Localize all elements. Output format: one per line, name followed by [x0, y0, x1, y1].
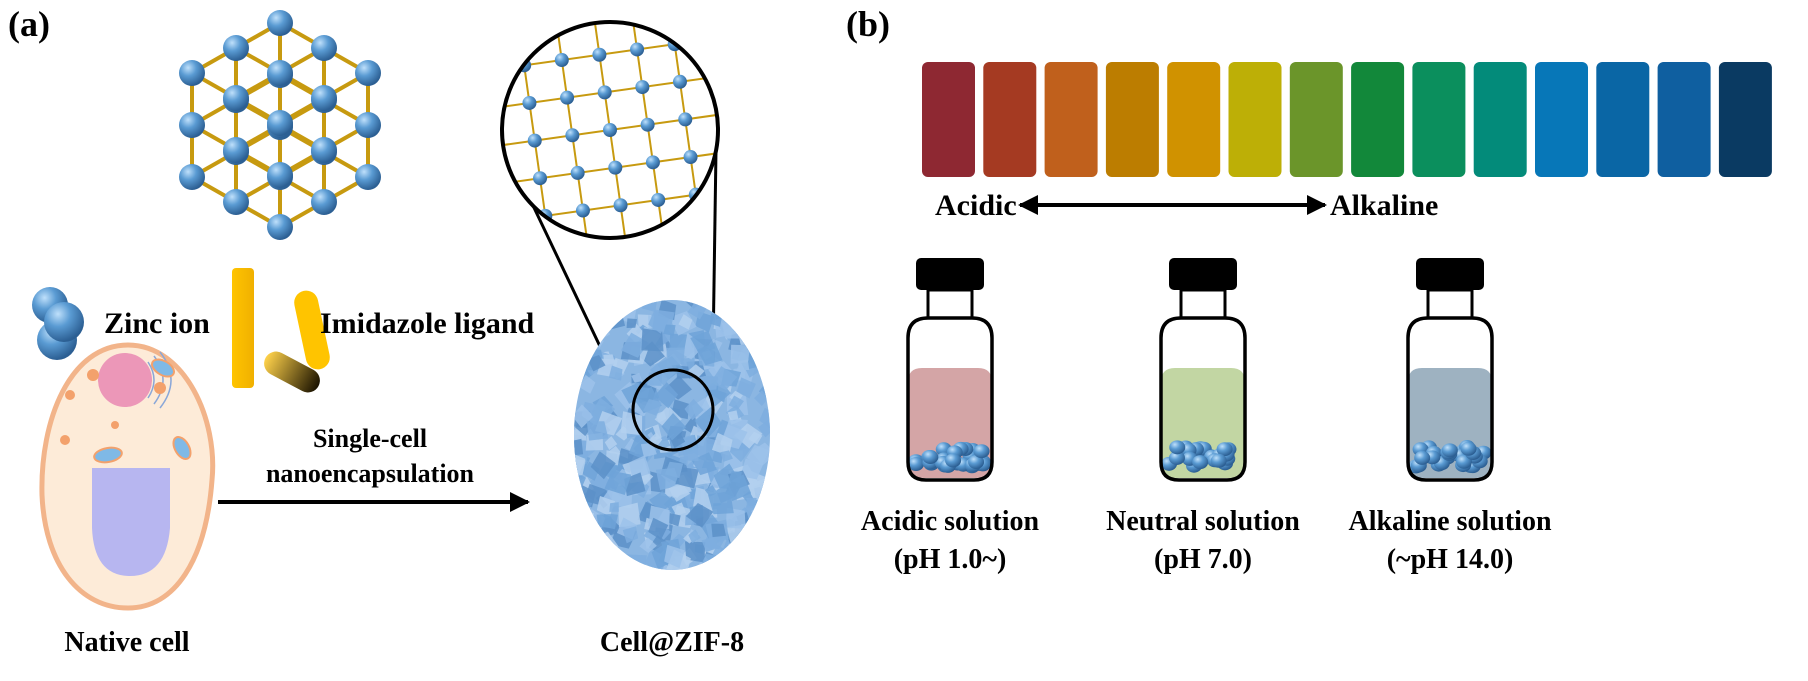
imidazole-ligand-icon	[232, 268, 330, 393]
native-cell-label: Native cell	[64, 627, 189, 658]
zif8-lattice-icon	[179, 10, 381, 240]
zinc-node	[267, 60, 293, 86]
ph-color-swatch	[1596, 62, 1650, 177]
ph-color-swatch	[1044, 62, 1098, 177]
imidazole-ligand-label: Imidazole ligand	[320, 307, 535, 340]
ph-color-swatch	[1167, 62, 1221, 177]
vial-solution-label: Alkaline solution	[1348, 506, 1551, 537]
zinc-node	[223, 137, 249, 163]
zinc-node	[223, 35, 249, 61]
ph-color-swatch	[922, 62, 975, 177]
zinc-node	[223, 85, 249, 111]
zinc-node	[311, 35, 337, 61]
zinc-node	[355, 164, 381, 190]
vial-solution-label: Acidic solution	[861, 506, 1040, 537]
acidic-label: Acidic	[935, 189, 1017, 222]
zinc-node	[267, 110, 293, 136]
vial-icon	[1406, 258, 1494, 482]
cell-zif8-label: Cell@ZIF-8	[600, 627, 744, 658]
zinc-node	[311, 85, 337, 111]
zinc-node	[267, 10, 293, 36]
zinc-node	[267, 214, 293, 240]
ph-color-swatch	[1473, 62, 1527, 177]
ph-color-swatch	[1351, 62, 1405, 177]
zinc-node	[223, 189, 249, 215]
process-label-line2: nanoencapsulation	[266, 459, 475, 488]
panel-a-label: (a)	[8, 4, 50, 44]
zinc-node	[179, 112, 205, 138]
ph-color-scale	[922, 62, 1772, 177]
zinc-node	[267, 162, 293, 188]
process-label-line1: Single-cell	[313, 424, 427, 453]
zinc-ion-label: Zinc ion	[104, 307, 210, 340]
zinc-node	[179, 60, 205, 86]
ph-color-swatch	[1105, 62, 1159, 177]
zinc-node	[311, 189, 337, 215]
magnified-lattice-view	[500, 20, 720, 421]
ph-color-swatch	[1535, 62, 1588, 177]
vial-icon	[1159, 258, 1247, 482]
zinc-node	[311, 137, 337, 163]
zinc-node	[355, 112, 381, 138]
ph-color-swatch	[1657, 62, 1711, 177]
vial-ph-label: (~pH 14.0)	[1387, 544, 1514, 575]
ph-color-swatch	[1228, 62, 1282, 177]
zinc-node	[355, 60, 381, 86]
ph-color-swatch	[1289, 62, 1343, 177]
zinc-node	[179, 164, 205, 190]
zinc-ion-icon	[32, 287, 84, 360]
ph-color-swatch	[1718, 62, 1772, 177]
alkaline-label: Alkaline	[1330, 189, 1438, 222]
panel-b-label: (b)	[846, 4, 890, 44]
ph-color-swatch	[1412, 62, 1466, 177]
vial-ph-label: (pH 7.0)	[1154, 544, 1252, 575]
vial-ph-label: (pH 1.0~)	[894, 544, 1007, 575]
vial-icon	[906, 258, 994, 482]
native-cell-icon	[39, 342, 216, 611]
ph-color-swatch	[983, 62, 1037, 177]
vial-solution-label: Neutral solution	[1106, 506, 1300, 537]
